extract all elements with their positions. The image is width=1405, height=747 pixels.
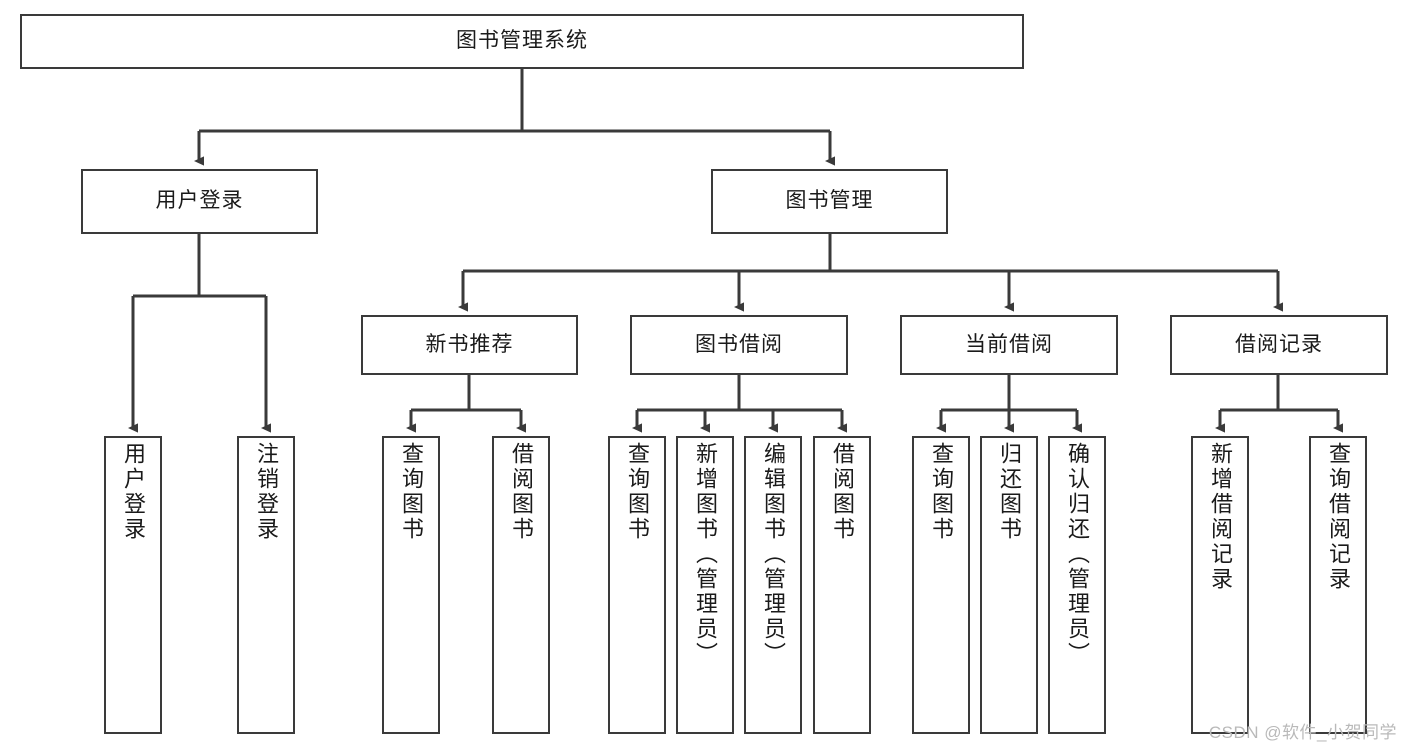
leaf-edit-book-admin[interactable]: 编辑图书（管理员）: [744, 436, 802, 734]
leaf-logout[interactable]: 注销登录: [237, 436, 295, 734]
leaf-query-book-current[interactable]: 查询图书: [912, 436, 970, 734]
node-current-borrow-label: 当前借阅: [965, 332, 1053, 356]
leaf-query-borrow-record-label: 查询借阅记录: [1326, 442, 1351, 592]
node-current-borrow[interactable]: 当前借阅: [900, 315, 1118, 375]
leaf-confirm-return-admin[interactable]: 确认归还（管理员）: [1048, 436, 1106, 734]
leaf-add-borrow-record-label: 新增借阅记录: [1208, 442, 1233, 592]
leaf-confirm-return-admin-label: 确认归还（管理员）: [1065, 442, 1090, 667]
leaf-query-book-borrow[interactable]: 查询图书: [608, 436, 666, 734]
leaf-query-book-recommend-label: 查询图书: [399, 442, 424, 542]
leaf-query-book-current-label: 查询图书: [929, 442, 954, 542]
leaf-return-book[interactable]: 归还图书: [980, 436, 1038, 734]
leaf-user-login-label: 用户登录: [121, 442, 146, 542]
node-user-login-label: 用户登录: [155, 189, 244, 213]
leaf-logout-label: 注销登录: [254, 442, 279, 542]
node-borrow-record-label: 借阅记录: [1235, 332, 1323, 356]
node-book-borrow[interactable]: 图书借阅: [630, 315, 848, 375]
leaf-return-book-label: 归还图书: [997, 442, 1022, 542]
leaf-edit-book-admin-label: 编辑图书（管理员）: [761, 442, 786, 667]
node-user-login[interactable]: 用户登录: [81, 169, 318, 234]
leaf-user-login[interactable]: 用户登录: [104, 436, 162, 734]
node-root[interactable]: 图书管理系统: [20, 14, 1024, 69]
node-root-label: 图书管理系统: [456, 29, 588, 53]
node-book-management-label: 图书管理: [785, 189, 874, 213]
leaf-borrow-book-recommend-label: 借阅图书: [509, 442, 534, 542]
leaf-borrow-book-recommend[interactable]: 借阅图书: [492, 436, 550, 734]
leaf-query-borrow-record[interactable]: 查询借阅记录: [1309, 436, 1367, 734]
leaf-query-book-borrow-label: 查询图书: [625, 442, 650, 542]
node-book-management[interactable]: 图书管理: [711, 169, 948, 234]
node-new-book-recommend[interactable]: 新书推荐: [361, 315, 578, 375]
node-borrow-record[interactable]: 借阅记录: [1170, 315, 1388, 375]
leaf-query-book-recommend[interactable]: 查询图书: [382, 436, 440, 734]
leaf-add-book-admin-label: 新增图书（管理员）: [693, 442, 718, 667]
leaf-add-book-admin[interactable]: 新增图书（管理员）: [676, 436, 734, 734]
node-new-book-recommend-label: 新书推荐: [425, 332, 514, 356]
leaf-add-borrow-record[interactable]: 新增借阅记录: [1191, 436, 1249, 734]
leaf-borrow-book[interactable]: 借阅图书: [813, 436, 871, 734]
leaf-borrow-book-label: 借阅图书: [830, 442, 855, 542]
node-book-borrow-label: 图书借阅: [695, 332, 783, 356]
